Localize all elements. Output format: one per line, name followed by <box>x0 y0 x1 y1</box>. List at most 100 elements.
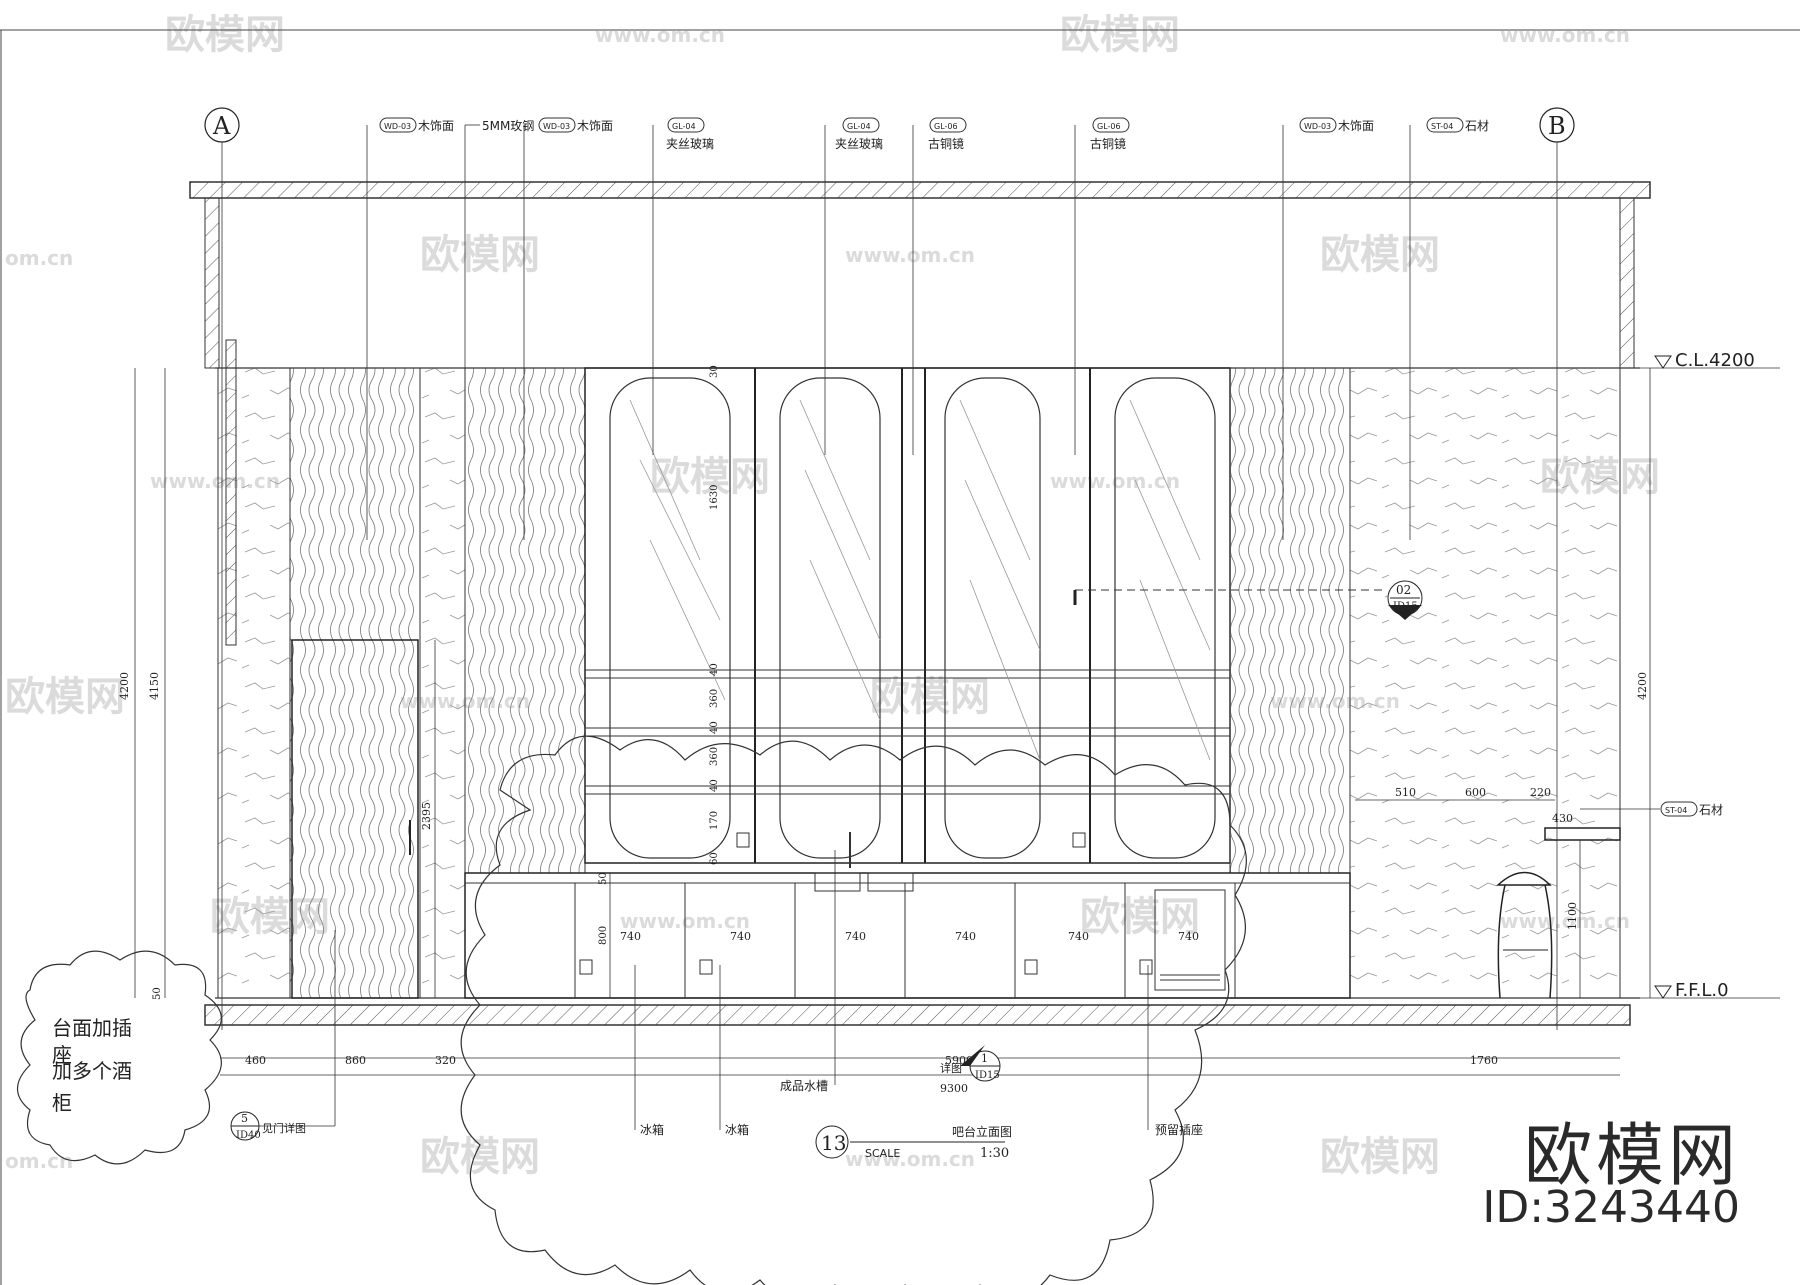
dim-text: 2395 <box>420 802 433 830</box>
callout-text: 木饰面 <box>577 119 613 133</box>
watermark-brand: 欧模网 <box>420 232 540 278</box>
cloud-note-line: 柜 <box>52 1091 72 1115</box>
watermark-brand: 欧模网 <box>5 674 125 720</box>
door <box>291 639 419 999</box>
watermark-brand: 欧模网 <box>1060 12 1180 58</box>
label-socket: 预留插座 <box>1155 1122 1203 1137</box>
ceiling-level: C.L.4200 <box>1675 350 1755 371</box>
cloud-note-line: 台面加插 <box>52 1016 132 1040</box>
callout-text: 木饰面 <box>1338 119 1374 133</box>
door-marker-label: 见门详图 <box>262 1121 306 1135</box>
callout-text: 夹丝玻璃 <box>666 137 714 151</box>
dim-text: 1630 <box>709 485 720 510</box>
dim-text: 40 <box>709 779 720 792</box>
dim-text: 50 <box>598 872 609 885</box>
dim-text: 60 <box>709 852 720 865</box>
scale-label: SCALE <box>865 1147 900 1160</box>
revision-cloud-note <box>16 950 222 1165</box>
callout-text: 木饰面 <box>418 119 454 133</box>
watermark-url: www.om.cn <box>845 243 975 267</box>
callout-text: 古铜镜 <box>928 136 964 151</box>
label-fridge: 冰箱 <box>640 1122 664 1137</box>
dim-text: 1760 <box>1470 1054 1498 1067</box>
dim-text: 740 <box>1068 930 1089 943</box>
floor-slab <box>204 1004 1631 1026</box>
watermark-url: www.om.cn <box>845 1147 975 1171</box>
ceiling-level-icon <box>1654 355 1672 369</box>
title-number: 13 <box>821 1131 846 1155</box>
dimension-texts: 4200 4150 4200 2395 50 50 800 1100 430 3… <box>118 365 1649 1095</box>
grid-label-a: A <box>212 112 231 140</box>
dim-text: 40 <box>709 663 720 676</box>
dim-text: 360 <box>709 689 720 708</box>
label-sink: 成品水槽 <box>780 1079 828 1093</box>
cloud-note-line: 座 <box>52 1043 72 1067</box>
door-marker: 5 ID40 见门详图 <box>230 930 336 1141</box>
watermark-brand: 欧模网 <box>165 12 285 58</box>
callout-code: GL-06 <box>1097 122 1121 131</box>
brand-id: ID:3243440 <box>1482 1182 1740 1233</box>
drawing-title: 吧台立面图 <box>952 1124 1012 1139</box>
dim-text: 740 <box>620 930 641 943</box>
bar-cabinets <box>464 832 1351 999</box>
dim-text: 360 <box>709 747 720 766</box>
watermark-url: www.om.cn <box>1500 23 1630 47</box>
dimensions <box>134 368 1651 1076</box>
left-wall <box>204 197 220 369</box>
dim-text: 4150 <box>148 672 161 700</box>
door-marker-sheet: ID40 <box>236 1130 261 1141</box>
brand-logo-text: 欧模网 <box>1523 1117 1740 1196</box>
marble-panel-2 <box>419 367 466 999</box>
dim-text: 4200 <box>118 672 131 700</box>
dim-text: 860 <box>345 1054 366 1067</box>
dim-text: 1100 <box>1566 902 1579 930</box>
dim-text: 4200 <box>1636 672 1649 700</box>
detail-sheet: ID15 <box>975 1070 1000 1081</box>
floor-level-icon <box>1654 985 1672 999</box>
cloud-note: 台面加插 座 加多个酒 柜 <box>52 1016 132 1115</box>
dim-text: 9300 <box>940 1082 968 1095</box>
scale-value: 1:30 <box>980 1146 1009 1161</box>
dim-text: 220 <box>1530 786 1551 799</box>
dim-text: 740 <box>1178 930 1199 943</box>
callout-code: WD-03 <box>1304 122 1331 131</box>
glass-cabinets <box>584 367 1231 864</box>
detail-marker: 1 ID15 详图 <box>940 1045 1001 1082</box>
callout-code: GL-04 <box>847 122 871 131</box>
side-callout-text: 石材 <box>1699 803 1723 817</box>
right-marble-wall <box>1349 367 1621 999</box>
revision-cloud-main <box>460 735 1247 1285</box>
watermark-url: www.om.cn <box>595 23 725 47</box>
wood-panel-3 <box>1229 367 1351 874</box>
dim-text: 600 <box>1465 786 1486 799</box>
dim-text: 460 <box>245 1054 266 1067</box>
dim-text: 510 <box>1395 786 1416 799</box>
callout-text: 石材 <box>1465 119 1489 133</box>
callout-text: 5MM玫钢 <box>482 118 534 133</box>
section-sheet: ID15 <box>1393 601 1418 612</box>
wood-panel-2 <box>464 367 586 874</box>
callout-text: 古铜镜 <box>1090 136 1126 151</box>
ceiling-slab <box>189 181 1651 199</box>
grid-label-b: B <box>1548 112 1566 140</box>
door-marker-number: 5 <box>241 1112 248 1125</box>
callout-code: WD-03 <box>384 122 411 131</box>
detail-number: 1 <box>981 1052 988 1065</box>
dim-text: 430 <box>1552 812 1573 825</box>
dim-text: 740 <box>955 930 976 943</box>
dim-text: 320 <box>435 1054 456 1067</box>
dim-text: 170 <box>709 811 720 830</box>
title-block: 13 吧台立面图 SCALE 1:30 <box>815 1124 1012 1161</box>
section-number: 02 <box>1396 583 1411 597</box>
floor-level: F.F.L.0 <box>1675 980 1729 1001</box>
left-mirror-strip <box>225 339 237 646</box>
bar-counter <box>1544 827 1621 841</box>
detail-label: 详图 <box>940 1061 962 1075</box>
dim-text: 40 <box>709 721 720 734</box>
watermark-brand: 欧模网 <box>1080 894 1200 940</box>
bottom-labels: 成品水槽 冰箱 冰箱 预留插座 <box>634 850 1203 1137</box>
watermark-brand: 欧模网 <box>1320 232 1440 278</box>
watermark-url: om.cn <box>5 246 73 270</box>
right-wall <box>1619 197 1635 369</box>
